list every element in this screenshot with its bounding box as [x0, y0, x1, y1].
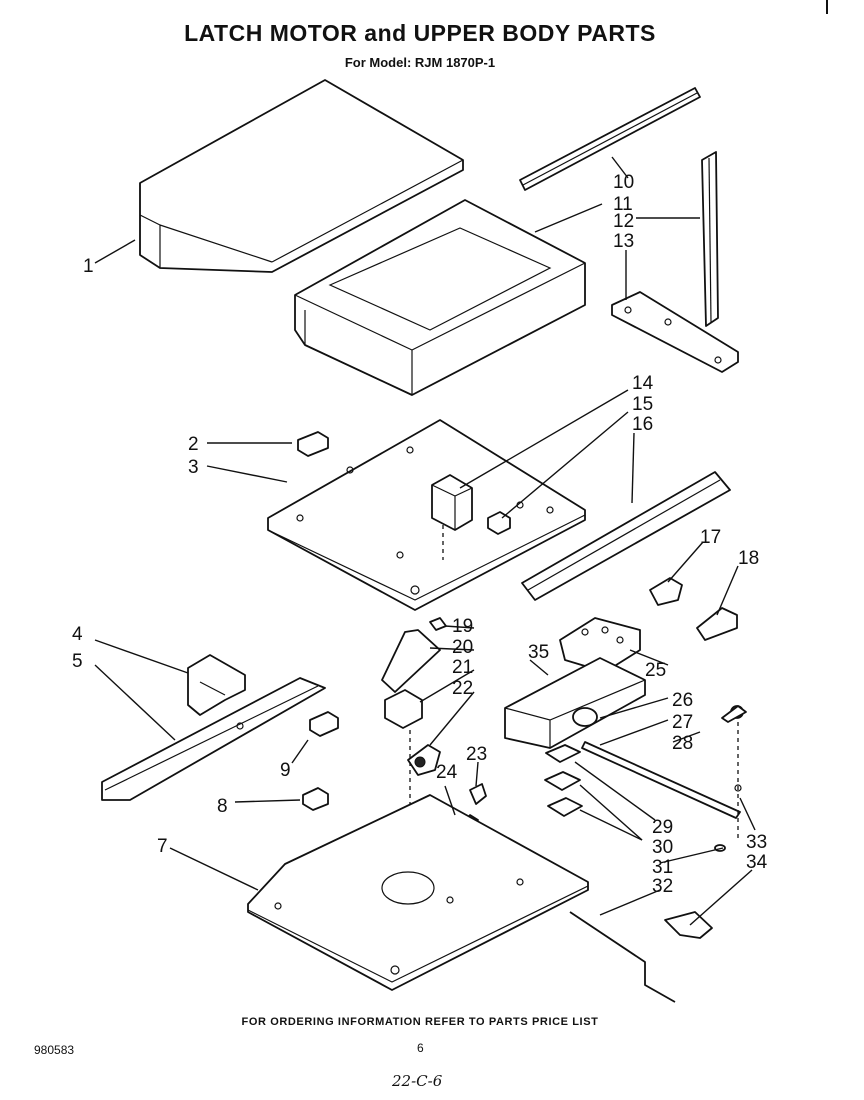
part-18-cap: [696, 607, 738, 641]
part-29-switch: [544, 744, 581, 791]
part-10-rail: [519, 87, 701, 191]
part-23-screw: [469, 783, 487, 805]
callout-33: 33: [746, 832, 767, 853]
part-11-upper-body: [294, 199, 586, 396]
callout-11: 11: [613, 194, 633, 215]
callout-13: 13: [613, 231, 634, 252]
callout-4: 4: [72, 624, 83, 645]
callout-26: 26: [672, 690, 693, 711]
page-number: 6: [417, 1041, 424, 1055]
callout-17: 17: [700, 527, 721, 548]
callout-31: 31: [652, 857, 673, 878]
part-3-mounting-plate: [267, 419, 586, 611]
callout-9: 9: [280, 760, 291, 781]
part-13-bracket: [611, 291, 739, 373]
callout-28: 28: [672, 733, 693, 754]
callout-34: 34: [746, 852, 768, 873]
part-9-clip: [309, 711, 339, 737]
callout-30: 30: [652, 837, 673, 858]
callout-8: 8: [217, 796, 228, 817]
callout-24: 24: [436, 762, 458, 783]
part-14-relay: [431, 474, 473, 560]
part-27-link: [581, 741, 741, 819]
callout-16: 16: [632, 414, 653, 435]
model-subtitle: For Model: RJM 1870P-1: [344, 55, 496, 70]
leader-lines: [94, 156, 756, 926]
callout-19: 19: [452, 616, 473, 637]
part-26-gear: [572, 707, 598, 727]
callout-5: 5: [72, 651, 83, 672]
part-7-base-plate: [247, 794, 589, 991]
part-35-housing: [504, 657, 646, 749]
callout-29: 29: [652, 817, 673, 838]
callout-32: 32: [652, 876, 673, 897]
callout-27: 27: [672, 712, 693, 733]
part-5-long-bracket: [101, 677, 326, 801]
part-15-connector: [487, 511, 511, 535]
callout-labels: 1 2 3 4 5 7 8 9 10 11 12 13 14 15 16 17 …: [72, 172, 768, 897]
part-8-grommet: [302, 787, 329, 811]
part-4-bracket: [187, 654, 246, 716]
part-32-cable: [569, 911, 676, 1003]
part-16-rail: [521, 471, 731, 601]
part-1-top-cover: [139, 79, 464, 273]
part-17-clip: [649, 577, 683, 606]
callout-15: 15: [632, 394, 653, 415]
page-title: LATCH MOTOR and UPPER BODY PARTS: [184, 20, 656, 46]
part-12-vertical-rail: [701, 151, 719, 327]
edge-mark: [826, 0, 828, 14]
part-25-latch-motor: [559, 617, 641, 673]
document-number: 980583: [34, 1043, 75, 1057]
callout-7: 7: [157, 836, 168, 857]
part-30-switch: [547, 797, 583, 817]
callout-3: 3: [188, 457, 199, 478]
callout-25: 25: [645, 660, 666, 681]
part-34-bracket: [664, 911, 713, 939]
callout-22: 22: [452, 678, 473, 699]
callout-14: 14: [632, 373, 654, 394]
callout-35: 35: [528, 642, 549, 663]
callout-20: 20: [452, 637, 473, 658]
callout-21: 21: [452, 657, 473, 678]
callout-1: 1: [83, 256, 94, 277]
callout-23: 23: [466, 744, 487, 765]
ordering-note: FOR ORDERING INFORMATION REFER TO PARTS …: [241, 1016, 599, 1028]
handwritten-note: 22-C-6: [392, 1072, 443, 1090]
part-28-rod: [714, 705, 747, 852]
callout-18: 18: [738, 548, 759, 569]
part-2-small-clip: [297, 431, 329, 457]
callout-2: 2: [188, 434, 199, 455]
callout-12: 12: [613, 211, 634, 232]
callout-10: 10: [613, 172, 634, 193]
